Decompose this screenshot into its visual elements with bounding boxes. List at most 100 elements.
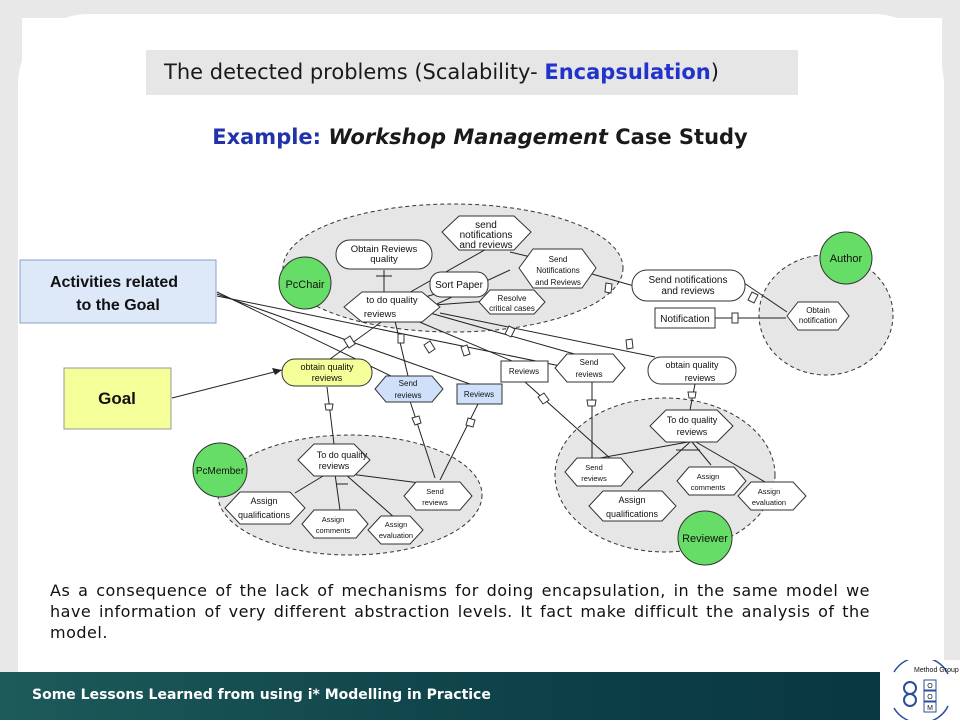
goal-arrow-head: [272, 368, 282, 375]
logo-letter-1: O: [927, 683, 933, 690]
dependum-send-notifications: [631, 269, 746, 302]
logo-cell-3: [923, 701, 937, 713]
subtitle-label: Example:: [212, 125, 322, 149]
task-assign-comments-reviewer-l2: comments: [691, 483, 726, 492]
task-assign-evaluation-pcm-l2: evaluation: [379, 531, 413, 540]
task-todo-quality-pcchair-l1: to do quality: [366, 295, 417, 306]
goal-obtain-quality-right-l1: obtain quality: [665, 360, 719, 370]
softgoal-obtain-reviews-l1: Obtain Reviews: [351, 244, 418, 255]
resource-notification-label: Notification: [660, 314, 709, 325]
task-send-reviews-highlight-l1: Send: [399, 379, 418, 388]
task-assign-qualifications-reviewer-l1: Assign: [618, 495, 645, 505]
logo-cell-1: [923, 679, 937, 691]
task-assign-comments-pcm: [301, 509, 369, 539]
task-send-reviews-reviewer-l2: reviews: [581, 474, 607, 483]
resource-reviews-highlight: [456, 383, 503, 405]
goal-obtain-quality-reviews: [281, 358, 373, 387]
title-banner: [146, 50, 798, 95]
task-send-notifications-l3: and reviews: [459, 240, 512, 251]
logo-ring-2: [903, 693, 917, 707]
task-send-reviews-highlight: [374, 375, 444, 403]
resource-notification: [654, 307, 716, 329]
method-group-logo: Method Group O O M: [880, 656, 960, 724]
title-prefix: The detected problems (Scalability-: [164, 60, 545, 84]
task-send-reviews-mid-l2: reviews: [575, 370, 602, 379]
task-resolve-critical-l1: Resolve: [498, 294, 527, 303]
actor-pcmember: [192, 442, 248, 498]
task-assign-qualifications-pcm-l1: Assign: [250, 496, 277, 506]
goal-sort-paper: [429, 271, 489, 298]
resource-reviews: [500, 360, 549, 383]
logo-letter-2: O: [927, 694, 933, 701]
task-assign-evaluation-pcm: [367, 515, 424, 545]
logo-letter-3: M: [927, 705, 933, 712]
goal-sort-paper-label: Sort Paper: [435, 280, 483, 291]
task-send-notifications-cap-l2: Notifications: [536, 266, 580, 275]
task-todo-quality-reviewer-l2: reviews: [677, 427, 708, 437]
task-todo-quality-pcmember-l2: reviews: [319, 461, 350, 471]
title-suffix: ): [710, 60, 719, 84]
logo-cell-2: [923, 690, 937, 702]
slide-frame-right: [942, 0, 960, 720]
task-assign-evaluation-reviewer: [737, 481, 807, 511]
logo-wordmark: Method Group: [914, 667, 959, 674]
task-obtain-notification-l2: notification: [799, 316, 837, 325]
task-assign-comments-reviewer: [676, 466, 747, 496]
logo-arc-bottom: [893, 705, 949, 724]
task-send-reviews-reviewer: [564, 457, 634, 487]
slide-frame-top: [0, 0, 960, 18]
task-send-notifications-cap-l1: Send: [549, 255, 568, 264]
task-send-reviews-mid-l1: Send: [580, 358, 599, 367]
task-todo-quality-pcchair: [343, 291, 441, 323]
footer-bar: [0, 672, 960, 720]
subtitle-rest: Case Study: [607, 125, 748, 149]
task-assign-comments-reviewer-l1: Assign: [697, 472, 720, 481]
subtitle-italic: Workshop Management: [328, 125, 608, 149]
task-send-reviews-reviewer-l1: Send: [585, 463, 603, 472]
goal-callout: [63, 367, 172, 430]
task-obtain-notification: [786, 301, 850, 331]
title-highlight: Encapsulation: [544, 60, 711, 84]
task-assign-qualifications-reviewer-l2: qualifications: [606, 509, 659, 519]
task-assign-qualifications-pcm: [224, 491, 306, 525]
actor-author-label: Author: [830, 253, 863, 265]
task-assign-qualifications-reviewer: [588, 490, 677, 522]
activities-callout-l2: to the Goal: [76, 297, 160, 314]
task-send-notifications-cap: [518, 248, 597, 289]
actor-pcchair: [278, 256, 332, 310]
task-resolve-critical: [478, 289, 546, 315]
task-send-notifications: [441, 215, 532, 251]
actor-reviewer: [677, 510, 733, 566]
task-todo-quality-reviewer-l1: To do quality: [667, 415, 718, 425]
actor-pcmember-label: PcMember: [196, 466, 245, 477]
task-assign-comments-pcm-l2: comments: [316, 526, 351, 535]
task-resolve-critical-l2: critical cases: [489, 304, 535, 313]
goal-obtain-quality-l2: reviews: [312, 373, 343, 383]
actor-reviewer-label: Reviewer: [682, 533, 728, 545]
task-send-reviews-pcm: [403, 481, 473, 511]
task-send-reviews-pcm-l2: reviews: [422, 498, 448, 507]
task-send-notifications-cap-l3: and Reviews: [535, 278, 581, 287]
actor-pcchair-label: PcChair: [285, 279, 324, 291]
activities-callout-l1: Activities related: [50, 274, 178, 291]
task-assign-comments-pcm-l1: Assign: [322, 515, 345, 524]
task-assign-evaluation-reviewer-l1: Assign: [758, 487, 781, 496]
slide-frame-left: [0, 0, 22, 720]
goal-callout-label: Goal: [98, 389, 136, 408]
task-todo-quality-pcmember-l1: To do quality: [317, 450, 368, 460]
slide-subtitle: Example: Workshop Management Case Study: [0, 125, 960, 149]
task-send-reviews-pcm-l1: Send: [426, 487, 444, 496]
dependum-send-notifications-l1: Send notifications: [649, 275, 728, 286]
resource-reviews-label: Reviews: [509, 367, 539, 376]
activities-callout: [19, 259, 217, 324]
logo-ring-1: [903, 681, 917, 695]
goal-obtain-quality-right: [647, 356, 737, 385]
task-obtain-notification-l1: Obtain: [806, 306, 830, 315]
task-todo-quality-reviewer: [649, 409, 734, 443]
task-send-reviews-highlight-l2: reviews: [394, 391, 421, 400]
dependency-markers: [324, 282, 759, 428]
task-send-reviews-mid: [554, 353, 626, 383]
actor-author: [819, 231, 873, 285]
task-assign-evaluation-reviewer-l2: evaluation: [752, 498, 786, 507]
